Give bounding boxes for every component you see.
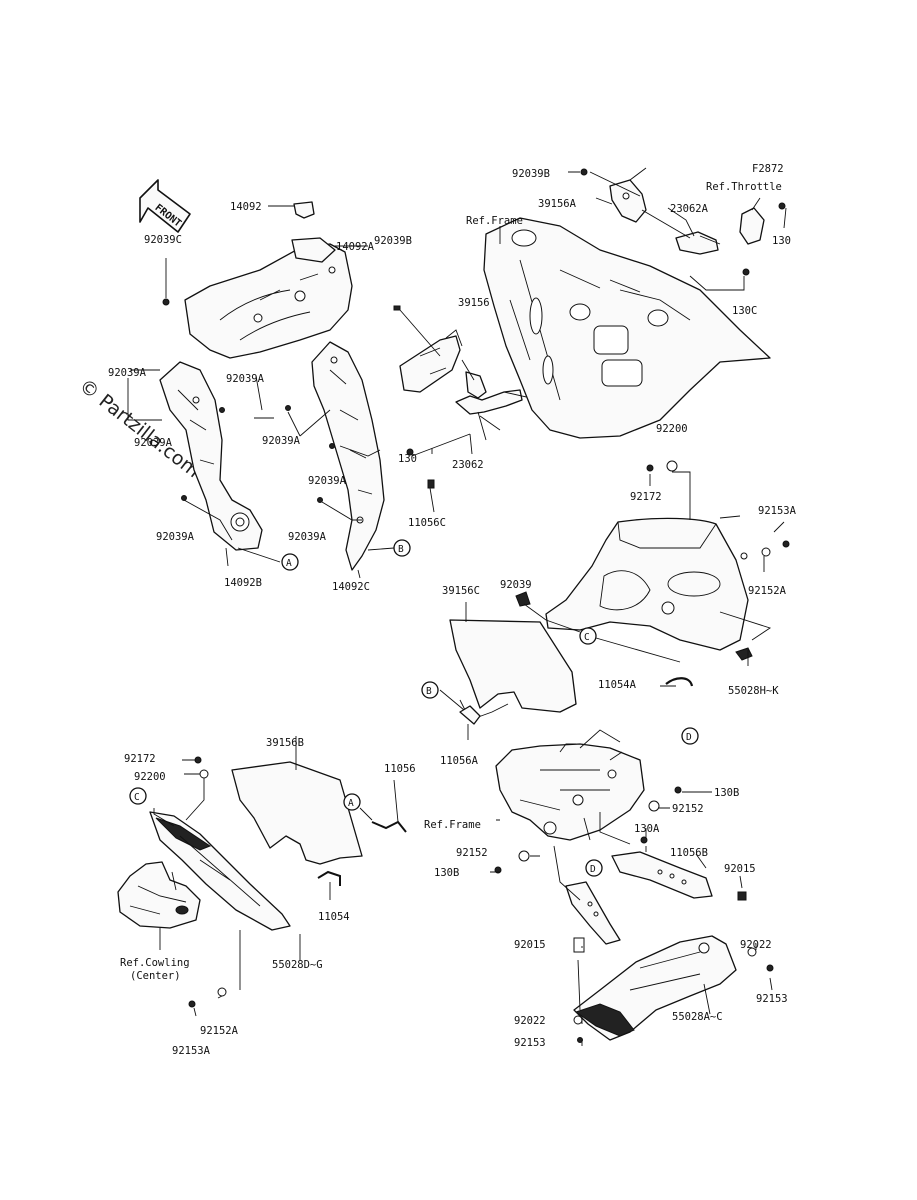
bracket-23062 <box>455 371 593 433</box>
svg-text:130A: 130A <box>634 823 660 835</box>
svg-text:D: D <box>686 732 692 743</box>
svg-text:C: C <box>134 792 140 803</box>
bolt-icon <box>406 168 750 456</box>
bolt-icon <box>494 786 774 1043</box>
svg-text:55028D~G: 55028D~G <box>272 959 323 971</box>
callout-b: B B <box>393 539 439 699</box>
leader-lines-bottom-right <box>490 791 773 1046</box>
svg-text:130B: 130B <box>434 867 459 879</box>
svg-text:14092: 14092 <box>230 201 262 213</box>
svg-text:92039B: 92039B <box>374 235 412 247</box>
svg-text:92152: 92152 <box>672 803 704 815</box>
svg-text:A: A <box>348 798 354 809</box>
leader-lines-center <box>439 602 469 740</box>
callout-d: D D <box>585 727 699 877</box>
svg-text:11056A: 11056A <box>440 755 479 767</box>
diagram-code: F2872 <box>752 163 784 175</box>
svg-text:11056C: 11056C <box>408 517 446 529</box>
svg-text:11054: 11054 <box>318 911 350 923</box>
inner-panel-39156B <box>231 761 363 865</box>
throttle-ref-part <box>739 202 786 245</box>
leader-lines-top-left <box>127 205 435 579</box>
svg-text:39156A: 39156A <box>538 198 577 210</box>
side-duct-14092B <box>159 361 263 551</box>
svg-text:92039A: 92039A <box>226 373 265 385</box>
svg-text:92172: 92172 <box>124 753 156 765</box>
svg-text:39156C: 39156C <box>442 585 480 597</box>
svg-text:23062A: 23062A <box>670 203 709 215</box>
svg-text:B: B <box>426 686 432 697</box>
svg-text:130: 130 <box>398 453 417 465</box>
svg-text:92172: 92172 <box>630 491 662 503</box>
inner-panel-39156C <box>449 619 577 725</box>
leader-lines-top-center <box>399 171 787 457</box>
front-arrow-icon: FRONT <box>139 179 191 233</box>
frame-ref-lower <box>495 729 645 841</box>
svg-text:Ref.Frame: Ref.Frame <box>424 819 481 831</box>
inner-duct-14092A <box>184 237 353 359</box>
leader-lines-right-middle <box>523 471 785 687</box>
svg-text:55028H~K: 55028H~K <box>728 685 779 697</box>
svg-text:55028A~C: 55028A~C <box>672 1011 723 1023</box>
svg-text:92039B: 92039B <box>512 168 550 180</box>
svg-text:92153A: 92153A <box>172 1045 211 1057</box>
svg-text:Ref.Frame: Ref.Frame <box>466 215 523 227</box>
svg-text:92039A: 92039A <box>308 475 347 487</box>
upper-fairing-right <box>545 517 749 651</box>
svg-text:92039A: 92039A <box>262 435 301 447</box>
svg-text:39156: 39156 <box>458 297 490 309</box>
svg-text:130B: 130B <box>714 787 739 799</box>
svg-text:92015: 92015 <box>724 863 756 875</box>
part-labels: F2872 92039B 39156A 23062A Ref.Throttle … <box>108 163 797 1057</box>
svg-text:A: A <box>286 558 292 569</box>
svg-text:92200: 92200 <box>656 423 688 435</box>
svg-text:92039A: 92039A <box>134 437 173 449</box>
svg-text:92039C: 92039C <box>144 234 182 246</box>
frame-ref <box>483 217 771 439</box>
side-duct-14092C <box>311 341 385 571</box>
svg-text:92022: 92022 <box>514 1015 546 1027</box>
svg-text:14092C: 14092C <box>332 581 370 593</box>
svg-text:92152A: 92152A <box>200 1025 239 1037</box>
svg-text:92039A: 92039A <box>108 367 147 379</box>
svg-text:B: B <box>398 544 404 555</box>
svg-text:92015: 92015 <box>514 939 546 951</box>
bracket-11056B <box>565 851 713 945</box>
svg-text:92153: 92153 <box>756 993 788 1005</box>
svg-text:Ref.Throttle: Ref.Throttle <box>706 181 782 193</box>
lower-side-cowl-55028D-G <box>149 811 291 931</box>
svg-text:23062: 23062 <box>452 459 484 471</box>
bracket-39156A <box>609 167 721 255</box>
clip-14092 <box>293 201 315 219</box>
svg-text:92022: 92022 <box>740 939 772 951</box>
svg-text:Ref.Cowling: Ref.Cowling <box>120 957 190 969</box>
svg-text:11056B: 11056B <box>670 847 708 859</box>
svg-text:(Center): (Center) <box>130 970 181 982</box>
svg-text:92200: 92200 <box>134 771 166 783</box>
svg-text:11056: 11056 <box>384 763 416 775</box>
svg-text:14092A: 14092A <box>336 241 375 253</box>
svg-text:14092B: 14092B <box>224 577 262 589</box>
svg-text:92152A: 92152A <box>748 585 787 597</box>
bracket-39156 <box>399 329 463 393</box>
svg-text:92152: 92152 <box>456 847 488 859</box>
leader-lines-bottom-left <box>153 736 399 1017</box>
svg-text:39156B: 39156B <box>266 737 304 749</box>
svg-text:130: 130 <box>772 235 791 247</box>
svg-text:130C: 130C <box>732 305 757 317</box>
lower-cowl-55028A-C <box>573 935 737 1041</box>
callout-a: A A <box>281 553 361 811</box>
callout-c: C C <box>129 627 597 805</box>
svg-text:D: D <box>590 864 596 875</box>
svg-text:C: C <box>584 632 590 643</box>
svg-text:92039A: 92039A <box>156 531 195 543</box>
svg-text:92039: 92039 <box>500 579 532 591</box>
svg-text:92039A: 92039A <box>288 531 327 543</box>
center-cowling-ref <box>117 861 201 929</box>
bolt-icon <box>162 298 435 503</box>
svg-text:92153A: 92153A <box>758 505 797 517</box>
svg-text:92153: 92153 <box>514 1037 546 1049</box>
svg-text:11054A: 11054A <box>598 679 637 691</box>
